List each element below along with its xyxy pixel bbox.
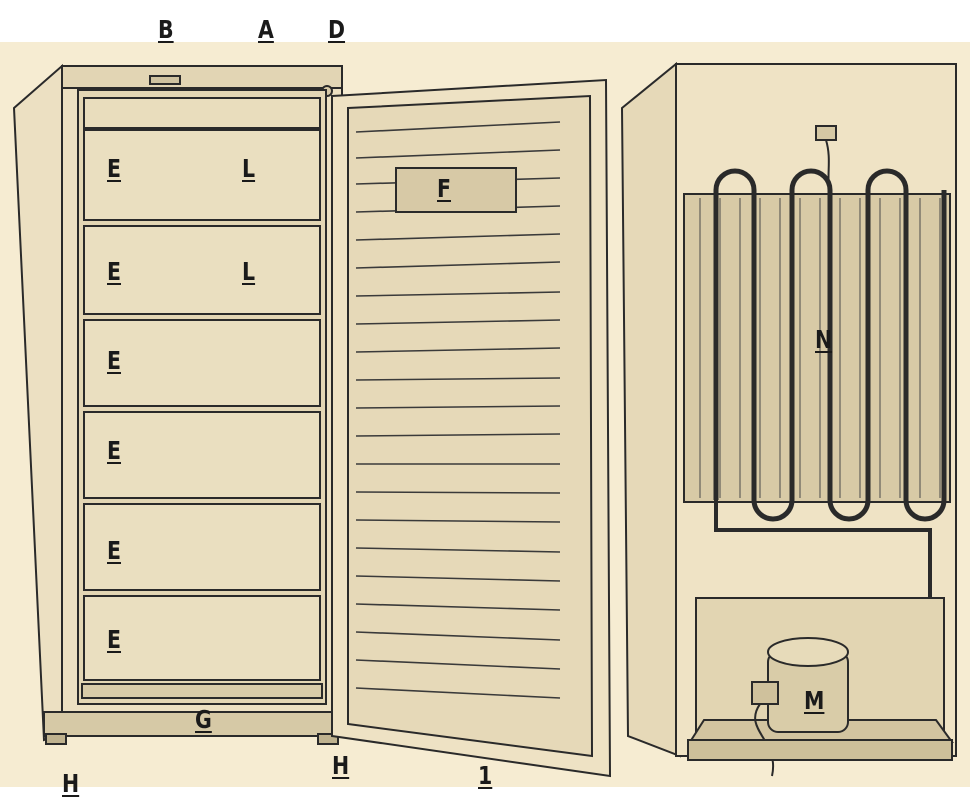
- callout-d: D: [328, 15, 346, 44]
- callout-h-left: H: [62, 769, 80, 798]
- callout-l-1: L: [242, 154, 256, 183]
- callout-e-3: E: [107, 346, 122, 375]
- callout-b: B: [158, 15, 174, 44]
- rear-base: [687, 739, 953, 761]
- callout-g: G: [195, 705, 212, 734]
- callout-e-4: E: [107, 436, 122, 465]
- freezer-cabinet: [12, 63, 345, 745]
- callout-m: M: [804, 686, 825, 715]
- callout-a: A: [258, 15, 274, 44]
- drawer-3: [83, 319, 321, 407]
- compressor-top: [767, 637, 849, 667]
- drawer-1: [83, 129, 321, 221]
- cabinet-plinth: [43, 711, 345, 737]
- thermostat-dial: [149, 75, 181, 85]
- power-socket: [815, 125, 837, 141]
- drawer-5: [83, 503, 321, 591]
- callout-h-right: H: [332, 751, 350, 780]
- control-strip: [61, 65, 343, 89]
- callout-f: F: [437, 174, 452, 203]
- drip-tray: [81, 683, 323, 699]
- callout-n: N: [815, 325, 833, 354]
- foot-left: [45, 733, 67, 745]
- callout-e-1: E: [107, 154, 122, 183]
- callout-l-2: L: [242, 257, 256, 286]
- figure-number: 1: [478, 761, 493, 790]
- rear-side-panel: [620, 61, 682, 758]
- door-inner-liner: [347, 94, 594, 758]
- freezer-door: [331, 78, 612, 778]
- drawer-4: [83, 411, 321, 499]
- top-compartment-flap: [83, 97, 321, 129]
- door-pocket: [395, 167, 517, 213]
- freezer-rear: [620, 61, 957, 777]
- condenser-tube: [713, 168, 947, 522]
- callout-e-2: E: [107, 257, 122, 286]
- callout-e-6: E: [107, 625, 122, 654]
- drawer-2: [83, 225, 321, 315]
- compressor-cable: [754, 703, 775, 777]
- door-shelf-slats: [355, 121, 561, 699]
- drawer-6: [83, 595, 321, 681]
- compressor-relay: [751, 681, 779, 705]
- condenser-fins: [699, 198, 941, 498]
- callout-e-5: E: [107, 536, 122, 565]
- foot-right: [317, 733, 339, 745]
